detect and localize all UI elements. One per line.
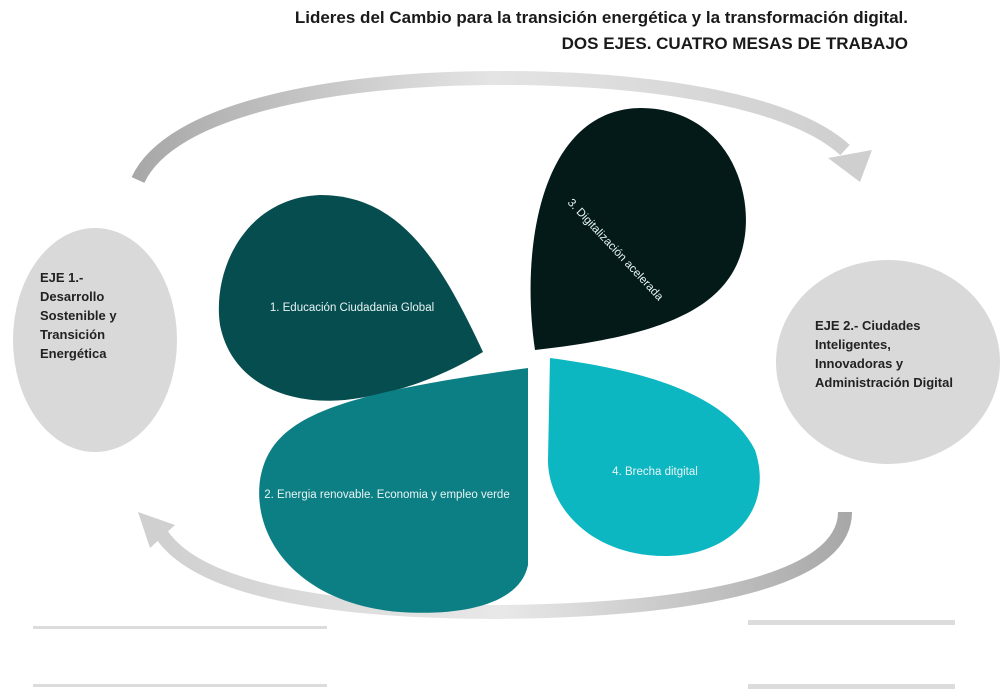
diagram-subtitle: DOS EJES. CUATRO MESAS DE TRABAJO (561, 34, 908, 53)
axis-2-ellipse (776, 260, 1000, 464)
petal-2-label: 2. Energia renovable. Economia y empleo … (264, 489, 510, 501)
axis-1-label: EJE 1.- Desarrollo Sostenible y Transici… (40, 270, 117, 361)
petal-3[interactable] (530, 108, 746, 350)
top-arrowhead-icon (828, 150, 872, 182)
axis-1-ellipse (13, 228, 177, 452)
bottom-arrowhead-icon (138, 512, 175, 548)
petal-4-label: 4. Brecha ditgital (612, 466, 698, 478)
diagram-title: Lideres del Cambio para la transición en… (294, 8, 908, 27)
petal-1-label: 1. Educación Ciudadania Global (269, 302, 435, 314)
divider-line (748, 684, 955, 689)
divider-line (748, 620, 955, 625)
petal-2[interactable] (259, 368, 528, 613)
axis-2-label: EJE 2.- Ciudades Inteligentes, Innovador… (815, 318, 953, 390)
petal-4[interactable] (548, 358, 760, 556)
petal-1[interactable] (218, 195, 483, 401)
divider-line (33, 684, 327, 687)
top-cycle-arrow (131, 70, 850, 184)
bottom-cycle-arrow (156, 511, 852, 620)
divider-line (33, 626, 327, 629)
